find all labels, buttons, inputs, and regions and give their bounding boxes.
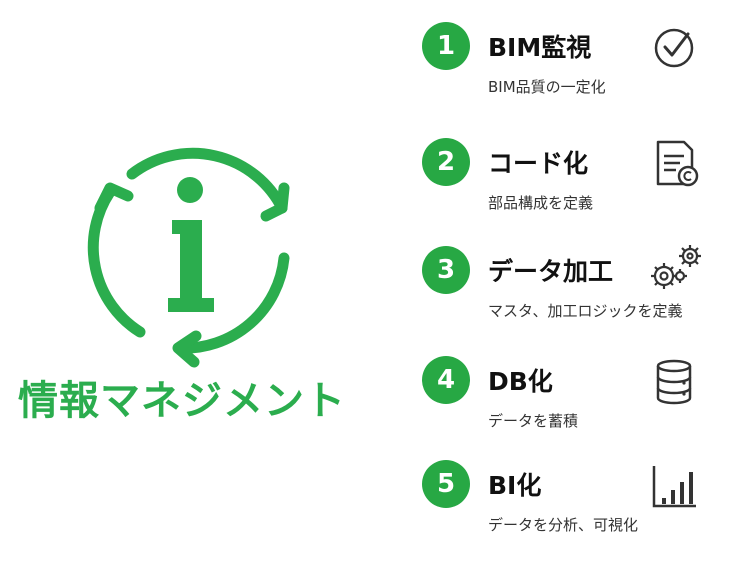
step-title: BI化 [488,471,542,500]
bar-chart-icon [648,460,700,512]
step-number-badge: 1 [422,22,470,70]
step-title: コード化 [488,149,589,178]
step-description: マスタ、加工ロジックを定義 [488,302,683,320]
step-number-badge: 5 [422,460,470,508]
database-icon [648,356,700,408]
gears-icon [646,240,706,296]
step-1: 1 BIM監視 BIM品質の一定化 [422,22,749,122]
step-number-badge: 2 [422,138,470,186]
step-title: BIM監視 [488,33,592,62]
step-title: データ加工 [488,257,614,286]
step-description: データを蓄積 [488,412,579,430]
step-3: 3 データ加工 マスタ、加工ロジックを定義 [422,245,749,346]
info-cycle-icon [70,130,310,370]
step-description: データを分析、可視化 [488,516,639,534]
check-circle-icon [648,22,700,74]
step-4: 4 DB化 データを蓄積 [422,356,749,456]
step-number-badge: 3 [422,246,470,294]
document-code-icon [650,138,702,190]
step-description: 部品構成を定義 [488,194,594,212]
step-2: 2 コード化 部品構成を定義 [422,138,749,238]
step-title: DB化 [488,367,553,396]
diagram-title: 情報マネジメント [18,378,346,424]
step-5: 5 BI化 データを分析、可視化 [422,460,749,560]
step-description: BIM品質の一定化 [488,78,606,96]
step-number-badge: 4 [422,356,470,404]
